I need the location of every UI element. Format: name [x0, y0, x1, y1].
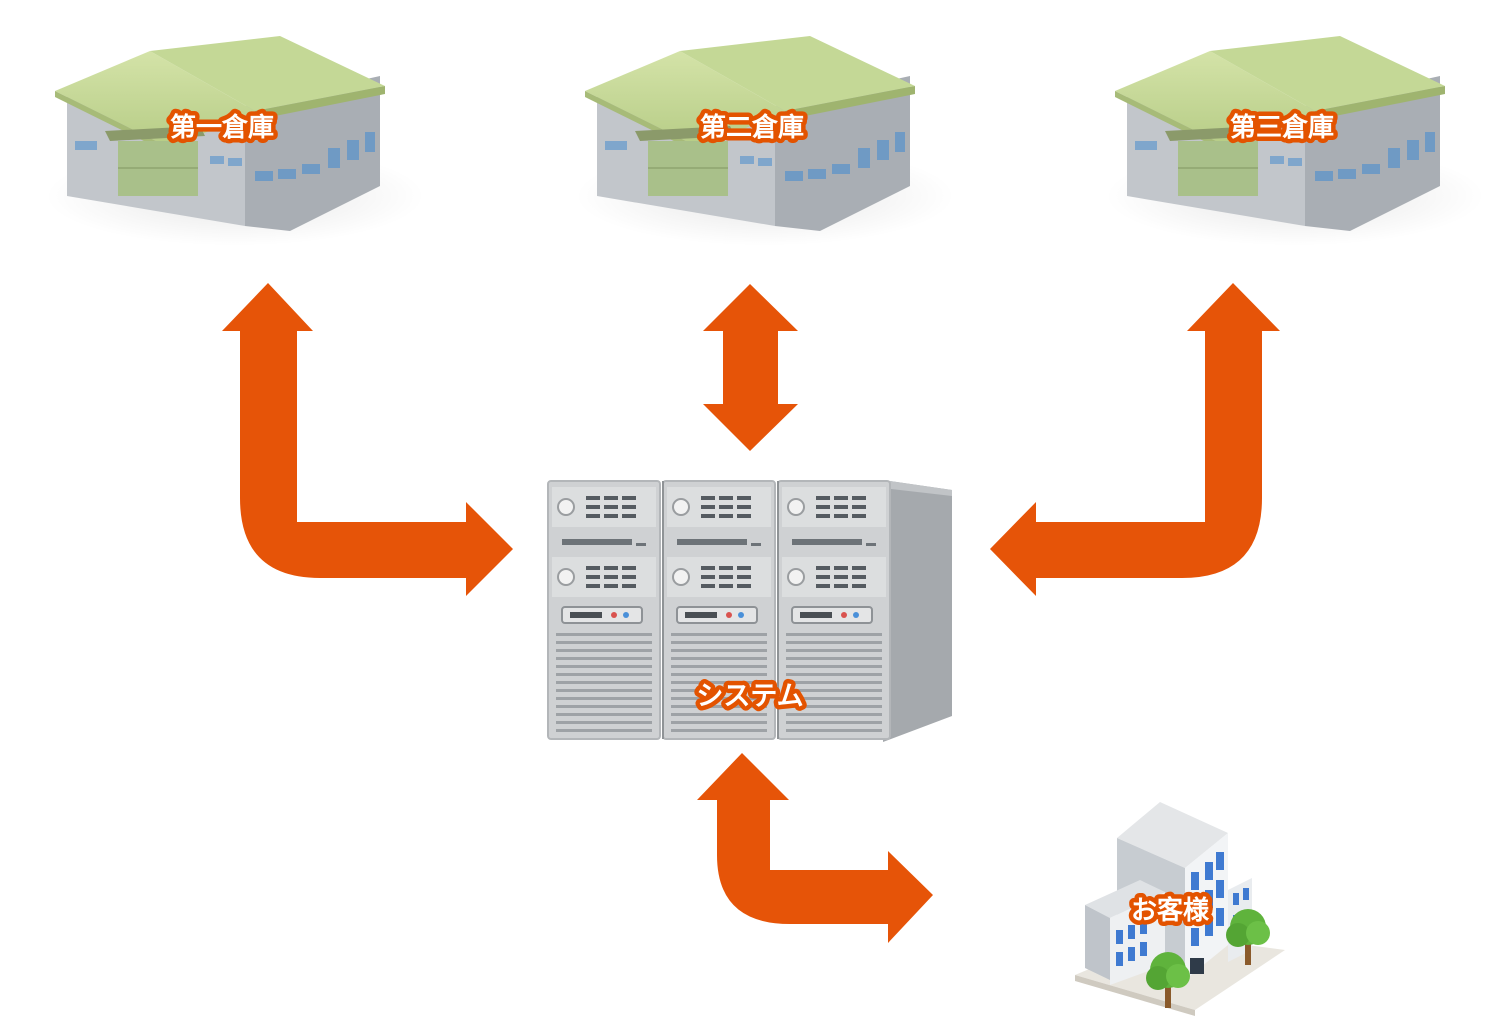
warehouse-3-label: 第三倉庫: [1230, 112, 1334, 143]
arrow-system-customer: [697, 753, 933, 943]
arrows: [222, 283, 1280, 943]
customer-label: お客様: [1131, 895, 1210, 926]
arrow-system-warehouse3: [990, 283, 1280, 596]
arrow-system-warehouse1: [222, 283, 513, 596]
system-server: システム: [547, 480, 952, 742]
office-building-icon: [1075, 802, 1285, 1016]
customer-building: お客様: [1075, 802, 1285, 1016]
warehouse-2-label: 第二倉庫: [700, 112, 804, 143]
server-rack-icon: [547, 480, 952, 742]
system-label: システム: [696, 681, 803, 712]
arrow-system-warehouse2: [703, 284, 798, 451]
warehouse-1-label: 第一倉庫: [170, 112, 274, 143]
